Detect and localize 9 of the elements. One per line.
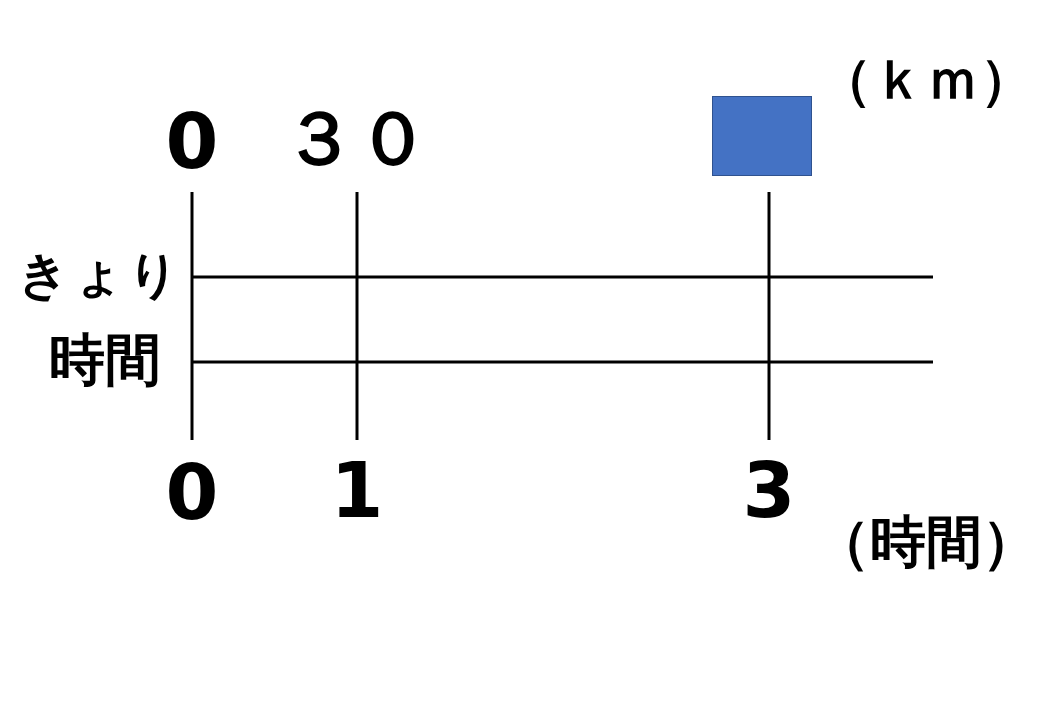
row-label: 時間 bbox=[49, 332, 161, 388]
tick-label: 3 bbox=[742, 453, 796, 529]
row-label: きょり bbox=[17, 250, 183, 300]
tick-label: ３０ bbox=[282, 101, 430, 175]
tick-label: 1 bbox=[330, 453, 384, 529]
unit-label: （ｋｍ） bbox=[818, 53, 1034, 107]
unit-label: （時間） bbox=[814, 514, 1038, 570]
tick-label: 0 bbox=[165, 455, 219, 531]
tick-label: 0 bbox=[165, 104, 219, 180]
